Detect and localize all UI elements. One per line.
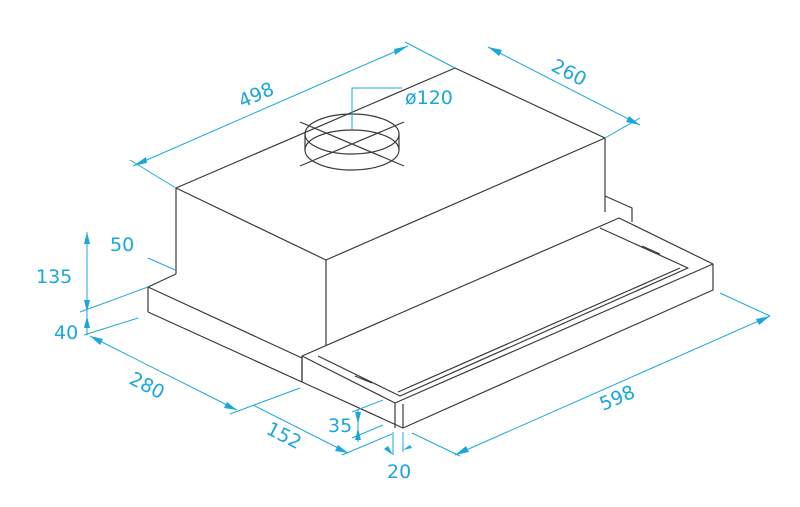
dim-label-50: 50 xyxy=(110,234,134,256)
slider-drawer xyxy=(301,217,714,429)
dim-label-135: 135 xyxy=(36,266,72,288)
dim-label-598: 598 xyxy=(596,381,638,415)
dim-label-20: 20 xyxy=(387,461,411,483)
hood-body xyxy=(175,67,606,345)
dim-label-152: 152 xyxy=(263,418,305,454)
dim-label-40: 40 xyxy=(54,322,78,344)
dimension-lines xyxy=(79,41,771,457)
dim-label-280: 280 xyxy=(126,368,168,404)
dim-label-35: 35 xyxy=(328,415,352,437)
hood-base xyxy=(147,195,633,383)
dim-label-260: 260 xyxy=(548,55,590,91)
dim-label-498: 498 xyxy=(235,78,277,112)
dim-label-120: ø120 xyxy=(405,87,453,109)
